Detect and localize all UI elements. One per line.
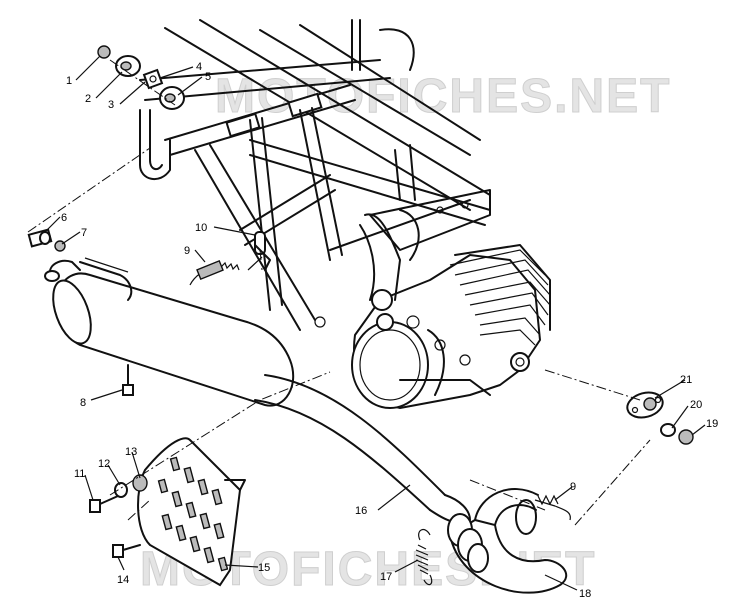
callout-16: 16	[355, 505, 367, 517]
engine	[351, 244, 551, 409]
frame-assembly	[139, 19, 491, 331]
callout-2: 2	[85, 93, 91, 105]
callout-11: 11	[74, 468, 85, 480]
callout-12: 12	[98, 458, 110, 470]
callout-18: 18	[579, 588, 591, 600]
watermark-top: MOTOFICHES.NET	[215, 70, 671, 123]
callout-7: 7	[81, 227, 87, 239]
callout-13: 13	[125, 446, 137, 458]
leader-lines	[44, 55, 706, 591]
callout-19: 19	[706, 418, 718, 430]
muffler	[44, 257, 295, 407]
callout-3: 3	[108, 99, 114, 111]
callout-4: 4	[196, 61, 202, 73]
callout-9-lower: 9	[570, 481, 576, 493]
callout-14: 14	[117, 574, 129, 586]
callout-20: 20	[690, 399, 702, 411]
callout-17: 17	[380, 571, 392, 583]
callout-5: 5	[205, 71, 211, 83]
callout-9-upper: 9	[184, 245, 190, 257]
callout-10: 10	[195, 222, 207, 234]
alignment-lines	[27, 59, 651, 526]
heat-shield	[137, 437, 246, 587]
exhaust-elbow	[447, 488, 568, 594]
callout-21: 21	[680, 374, 692, 386]
callout-labels: 1 2 3 4 5 6 7 8 9 9 10 11 12 13 14 15 16…	[61, 61, 718, 600]
callout-15: 15	[258, 562, 270, 574]
hardware	[27, 45, 694, 586]
callout-1: 1	[66, 75, 72, 87]
callout-8: 8	[80, 397, 86, 409]
callout-6: 6	[61, 212, 67, 224]
